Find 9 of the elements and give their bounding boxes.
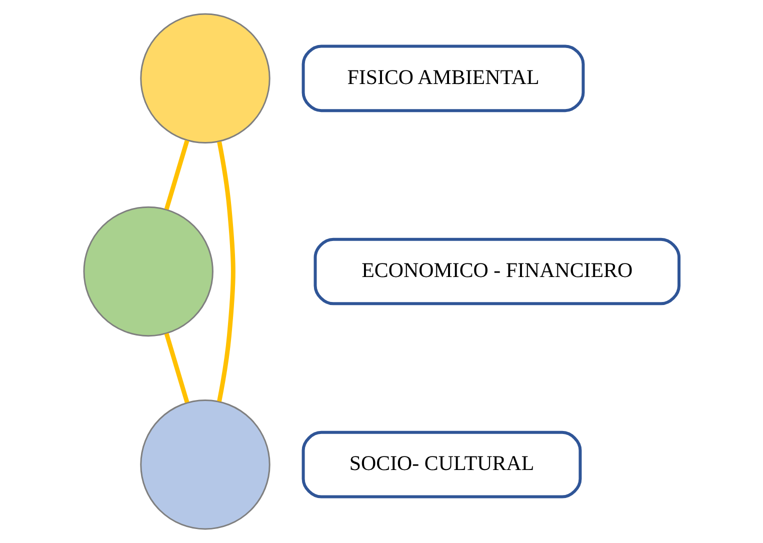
connector xyxy=(164,333,190,403)
node-circle xyxy=(83,206,214,337)
node-circle xyxy=(140,13,270,144)
connector xyxy=(217,141,236,402)
node-circle xyxy=(140,399,270,530)
node-box: ECONOMICO - FINANCIERO xyxy=(314,238,680,306)
node-box: SOCIO- CULTURAL xyxy=(302,430,582,498)
node-box: FISICO AMBIENTAL xyxy=(302,44,585,112)
connector xyxy=(164,140,190,210)
